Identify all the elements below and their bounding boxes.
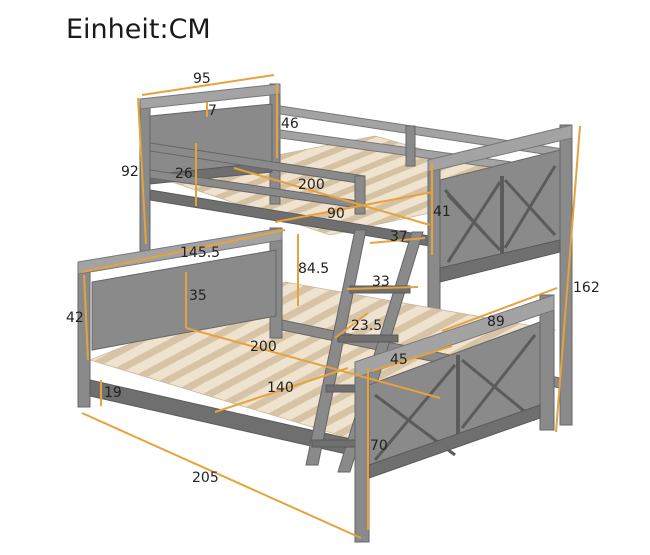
dim-lower-leg-height: 19 bbox=[104, 385, 122, 401]
upper-footboard-right-post bbox=[559, 124, 573, 426]
dim-total-length: 205 bbox=[192, 470, 219, 486]
dim-ladder-top-width: 37 bbox=[390, 229, 408, 245]
lower-footboard bbox=[354, 294, 555, 543]
dim-ladder-angle: 23.5 bbox=[351, 318, 382, 334]
upper-footboard-x-d bbox=[503, 165, 557, 249]
lower-headboard-panel bbox=[91, 249, 277, 351]
lower-footboard-x-c bbox=[461, 358, 536, 422]
dim-upper-inner-width: 90 bbox=[327, 206, 345, 222]
dim-upper-width: 95 bbox=[193, 71, 211, 87]
dim-lower-clearance: 84.5 bbox=[298, 261, 329, 277]
upper-back-post bbox=[405, 125, 416, 167]
dim-ladder-step-width: 33 bbox=[372, 274, 390, 290]
upper-footboard-x-b bbox=[446, 181, 502, 263]
upper-footboard-bottom-rail bbox=[439, 239, 561, 283]
dim-lower-rail-length: 45 bbox=[390, 352, 408, 368]
dim-lower-head-inner: 35 bbox=[189, 288, 207, 304]
upper-headboard-top-rail bbox=[139, 83, 281, 110]
dim-upper-length: 200 bbox=[298, 177, 325, 193]
upper-footboard-left-post bbox=[427, 159, 441, 321]
dim-upper-rail-gap: 7 bbox=[208, 103, 217, 119]
dim-lower-head-height: 42 bbox=[66, 310, 84, 326]
dimension-arrows bbox=[81, 74, 581, 539]
dimension-labels: 95 7 46 92 26 200 90 41 37 145.5 84.5 33… bbox=[66, 71, 600, 486]
unit-title: Einheit:CM bbox=[66, 14, 211, 45]
dim-footboard-height: 70 bbox=[370, 438, 388, 454]
dim-upper-side-guard: 41 bbox=[433, 204, 451, 220]
dim-upper-total-height: 92 bbox=[121, 164, 139, 180]
ladder-rung-4 bbox=[311, 439, 358, 448]
ladder-rung-2 bbox=[337, 334, 399, 343]
upper-guard-post bbox=[354, 175, 366, 215]
lower-footboard-x-d bbox=[460, 334, 537, 429]
dim-lower-inner-width: 140 bbox=[267, 380, 294, 396]
dim-foot-width: 89 bbox=[487, 314, 505, 330]
dim-total-height: 162 bbox=[573, 280, 600, 296]
lower-footboard-top-rail bbox=[354, 294, 555, 379]
lower-footboard-right-post bbox=[539, 294, 555, 431]
dim-upper-guard-height: 46 bbox=[281, 116, 299, 132]
dim-upper-inner-height: 26 bbox=[175, 166, 193, 182]
lower-footboard-x-b bbox=[373, 364, 457, 461]
dim-lower-width: 145.5 bbox=[180, 245, 220, 261]
lower-footboard-left-post bbox=[354, 361, 370, 543]
dim-lower-length: 200 bbox=[250, 339, 277, 355]
upper-footboard-top-rail bbox=[427, 124, 573, 173]
